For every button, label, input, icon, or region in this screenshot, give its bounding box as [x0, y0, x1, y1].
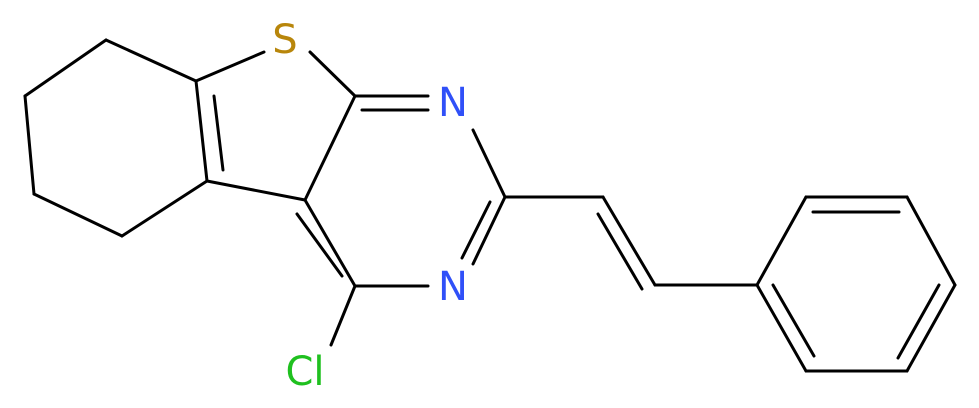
- bond: [205, 179, 307, 202]
- bond: [329, 284, 357, 347]
- bond: [896, 283, 941, 360]
- bond: [212, 94, 225, 172]
- bond: [120, 179, 209, 238]
- bond: [23, 38, 108, 98]
- bond: [460, 200, 492, 260]
- bond: [771, 283, 816, 358]
- bond: [601, 195, 657, 287]
- bond: [104, 38, 198, 83]
- bond: [905, 195, 957, 287]
- bond: [905, 283, 957, 373]
- nitrogen-atom-label-top: N: [438, 80, 468, 126]
- cyclohexane-ring: [23, 38, 209, 238]
- pyrimidine-ring: [295, 94, 507, 288]
- thiophene-ring: [194, 50, 357, 202]
- bond: [23, 94, 36, 196]
- bond: [471, 128, 507, 199]
- bond: [308, 50, 357, 98]
- sulfur-atom-label: S: [272, 17, 297, 63]
- bond: [32, 192, 124, 238]
- bond: [303, 198, 357, 288]
- bond: [303, 94, 357, 202]
- bond: [755, 283, 808, 373]
- bond: [755, 195, 808, 287]
- chlorine-atom-label: Cl: [285, 349, 324, 395]
- nitrogen-atom-label-bottom: N: [438, 264, 468, 310]
- bond: [295, 212, 344, 278]
- bond: [194, 79, 209, 183]
- bond: [194, 50, 266, 83]
- bond: [596, 212, 644, 291]
- vinyl-linker: [503, 195, 759, 291]
- phenyl-ring: [755, 195, 957, 373]
- bond: [471, 195, 507, 266]
